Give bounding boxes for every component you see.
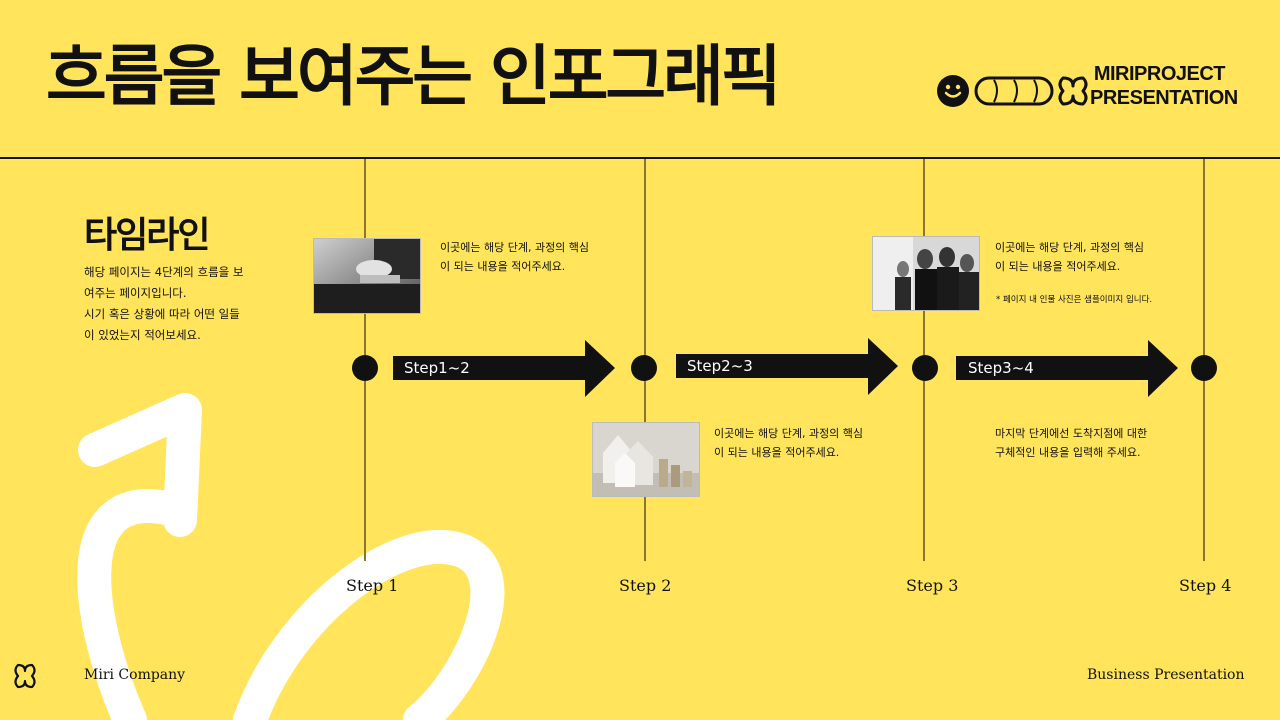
smiley-icon <box>937 75 969 107</box>
step-label-4: Step 4 <box>1179 576 1232 595</box>
note-line: 이곳에는 해당 단계, 과정의 핵심 <box>714 427 864 440</box>
brand-label: MIRIPROJECT PRESENTATION <box>1090 62 1238 110</box>
note-line: 이곳에는 해당 단계, 과정의 핵심 <box>440 241 590 254</box>
swoosh-arrow-graphic <box>77 393 505 720</box>
arrow-step2-3 <box>676 338 898 395</box>
clover-icon <box>14 663 36 689</box>
footer-company: Miri Company <box>84 667 186 683</box>
description-line: 이 있었는지 적어보세요. <box>84 328 201 342</box>
page-title: 흐름을 보여주는 인포그래픽 <box>46 38 782 115</box>
timeline-dot-4 <box>1191 355 1217 381</box>
note-line: 마지막 단계에선 도착지점에 대한 <box>995 427 1148 440</box>
section-title: 타임라인 <box>84 215 210 256</box>
timeline-dot-1 <box>352 355 378 381</box>
step-label-2: Step 2 <box>619 576 672 595</box>
timeline-dot-3 <box>912 355 938 381</box>
note-line: 이곳에는 해당 단계, 과정의 핵심 <box>995 241 1145 254</box>
description-line: 시기 혹은 상황에 따라 어떤 일들 <box>84 307 240 321</box>
section-description: 해당 페이지는 4단계의 흐름을 보 여주는 페이지입니다. 시기 혹은 상황에… <box>84 262 284 346</box>
note-step2: 이곳에는 해당 단계, 과정의 핵심 이 되는 내용을 적어주세요. <box>714 424 863 462</box>
arrow-label-step2-3: Step2~3 <box>687 357 753 375</box>
step-label-3: Step 3 <box>906 576 959 595</box>
brand-line-1: MIRIPROJECT <box>1093 63 1226 85</box>
footer-presentation: Business Presentation <box>1087 667 1245 683</box>
note-line: 구체적인 내용을 입력해 주세요. <box>995 446 1141 459</box>
note-line: 이 되는 내용을 적어주세요. <box>714 446 840 459</box>
note-line: 이 되는 내용을 적어주세요. <box>995 260 1121 273</box>
photo-step2-houses-coins <box>592 422 700 497</box>
arrow-step3-4 <box>956 340 1178 397</box>
arrow-label-step1-2: Step1~2 <box>404 359 470 377</box>
arrow-label-step3-4: Step3~4 <box>968 359 1034 377</box>
note-line: 이 되는 내용을 적어주세요. <box>440 260 566 273</box>
step-label-1: Step 1 <box>346 576 399 595</box>
description-line: 여주는 페이지입니다. <box>84 286 187 300</box>
description-line: 해당 페이지는 4단계의 흐름을 보 <box>84 265 244 279</box>
photo-step1-handshake <box>313 238 421 314</box>
header-divider <box>0 157 1280 159</box>
timeline-dot-2 <box>631 355 657 381</box>
arrow-step1-2 <box>393 340 615 397</box>
clover-icon <box>1058 76 1088 106</box>
note-step1: 이곳에는 해당 단계, 과정의 핵심 이 되는 내용을 적어주세요. <box>440 238 589 276</box>
photo-step3-people-clapping <box>872 236 980 311</box>
note-step3-footnote: * 페이지 내 인물 사진은 샘플이미지 입니다. <box>996 295 1153 305</box>
brand-line-2: PRESENTATION <box>1090 87 1238 109</box>
brand-icons <box>936 74 1092 112</box>
note-step4: 마지막 단계에선 도착지점에 대한 구체적인 내용을 입력해 주세요. <box>995 424 1147 462</box>
cloud-icon <box>974 76 1054 106</box>
note-step3: 이곳에는 해당 단계, 과정의 핵심 이 되는 내용을 적어주세요. <box>995 238 1144 276</box>
